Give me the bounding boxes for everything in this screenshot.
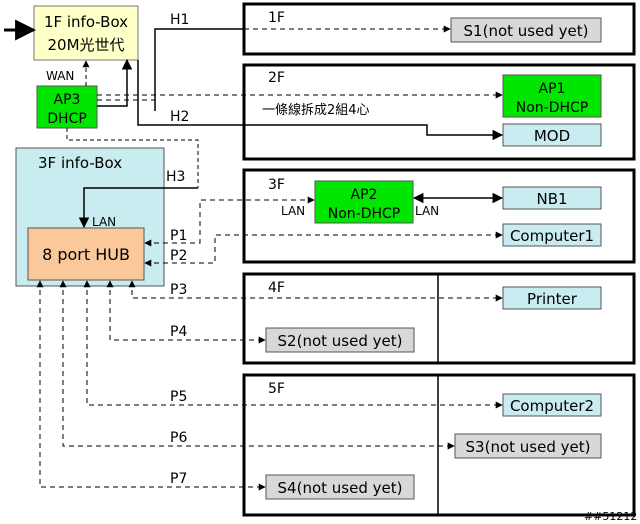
ap2-lan-right-label: LAN [415,204,439,218]
info-box-3f-title: 3F info-Box [38,154,122,172]
floor-label-5f: 5F [268,381,285,397]
floor-label-2f: 2F [268,70,285,86]
p5-label: P5 [170,389,187,405]
floor-2f-frame [242,63,636,161]
mod-label: MOD [534,127,570,145]
s4-label: S4(not used yet) [278,479,403,497]
printer-label: Printer [527,290,578,308]
h3-dashed-line [66,128,199,188]
ap3-line2: DHCP [47,111,87,127]
nb1-label: NB1 [536,190,567,208]
h2-line [137,60,504,141]
hub-label: 8 port HUB [42,245,130,264]
floor-label-4f: 4F [268,280,285,296]
floor-label-1f: 1F [268,10,285,26]
p7-line [36,280,266,491]
ap1-line2: Non-DHCP [516,100,589,116]
hub-lan-label: LAN [92,215,116,229]
computer2-label: Computer2 [510,397,594,415]
h2-label: H2 [170,109,189,125]
s2-label: S2(not used yet) [278,332,403,350]
ap2-line1: AP2 [351,187,378,203]
wan-label: WAN [46,69,74,83]
h3-label: H3 [166,169,185,185]
h1-label: H1 [170,12,189,28]
ap1-box [502,74,602,118]
info-box-1f [33,5,139,61]
p4-label: P4 [170,324,187,340]
p2-label: P2 [170,248,187,264]
cable-split-note: 一條線拆成2組4心 [262,102,370,118]
ap2-line2: Non-DHCP [328,206,401,222]
computer1-box [502,223,602,247]
floor-label-3f: 3F [268,177,285,193]
watermark: ##51212 [584,510,637,523]
ap2-box [314,180,414,224]
p7-label: P7 [170,471,187,487]
s1-box [450,17,602,43]
computer1-label: Computer1 [510,227,594,245]
info-box-1f-line1: 1F info-Box [44,13,128,31]
p3-line [128,280,503,302]
s3-box [454,433,602,459]
p2-line [144,231,503,267]
printer-box [502,286,602,310]
ap3-line1: AP3 [54,92,81,108]
p3-label: P3 [170,282,187,298]
s4-box [265,474,415,500]
computer2-box [502,393,602,417]
p6-label: P6 [170,430,187,446]
hub-box [27,227,145,281]
ap2-lan-left-label: LAN [281,204,305,218]
p1-label: P1 [170,228,187,244]
s1-label: S1(not used yet) [464,22,589,40]
info-box-1f-line2: 20M光世代 [47,36,124,54]
h3-line [78,187,198,229]
h2-feed-line [97,58,133,107]
s3-label: S3(not used yet) [466,438,591,456]
p4-line [106,280,266,344]
h1-line [154,28,244,111]
ap1-line1: AP1 [539,81,566,97]
